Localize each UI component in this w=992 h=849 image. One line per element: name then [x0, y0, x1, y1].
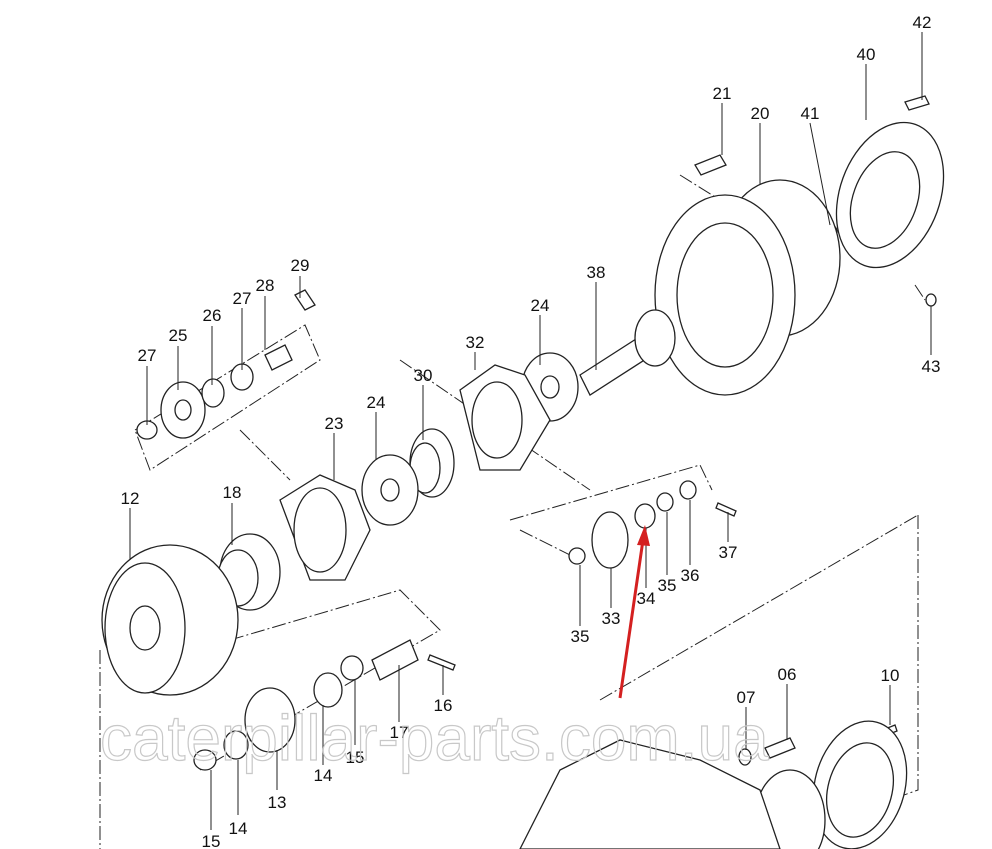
part-label: 15	[202, 832, 221, 849]
part-label: 15	[346, 748, 365, 767]
part-label: 35	[571, 627, 590, 646]
part-label: 27	[138, 346, 157, 365]
watermark: caterpillar-parts.com.ua	[100, 702, 769, 774]
part-label: 23	[325, 414, 344, 433]
part-label: 25	[169, 326, 188, 345]
part-label: 27	[233, 289, 252, 308]
part-label: 20	[751, 104, 770, 123]
part-label: 18	[223, 483, 242, 502]
part-label: 28	[256, 276, 275, 295]
part-label: 36	[681, 566, 700, 585]
leader-lines	[129, 32, 932, 830]
part-label: 13	[268, 793, 287, 812]
part-label: 34	[637, 589, 656, 608]
part-label: 14	[314, 766, 333, 785]
part-label: 26	[203, 306, 222, 325]
part-label: 06	[778, 665, 797, 684]
part-label: 12	[121, 489, 140, 508]
part-label: 35	[658, 576, 677, 595]
part-label: 29	[291, 256, 310, 275]
part-label: 24	[367, 393, 386, 412]
part-label: 16	[434, 696, 453, 715]
parts	[101, 95, 945, 849]
part-label: 37	[719, 543, 738, 562]
part-label: 07	[737, 688, 756, 707]
part-label: 33	[602, 609, 621, 628]
part-label: 10	[881, 666, 900, 685]
part-label: 42	[913, 13, 932, 32]
part-label: 40	[857, 45, 876, 64]
part-label: 17	[390, 723, 409, 742]
part-label: 21	[713, 84, 732, 103]
part-label: 43	[922, 357, 941, 376]
part-label: 41	[801, 104, 820, 123]
part-label: 32	[466, 333, 485, 352]
highlight-arrow	[618, 525, 650, 699]
part-label: 38	[587, 263, 606, 282]
part-label: 30	[414, 366, 433, 385]
part-label: 24	[531, 296, 550, 315]
part-labels: 42 40 21 20 41 29 28 27 26 25 27 38 24 3…	[121, 13, 941, 849]
part-label: 14	[229, 819, 248, 838]
